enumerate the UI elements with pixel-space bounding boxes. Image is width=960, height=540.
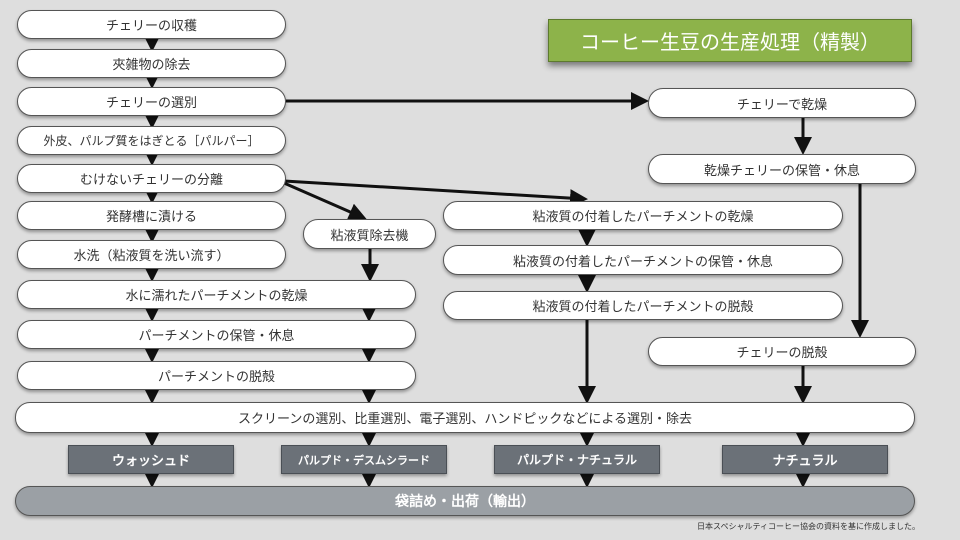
step-parchment-hulling: パーチメントの脱殻 [17,361,416,390]
step-mucilage-remover: 粘液質除去機 [303,219,436,249]
step-mucilage-parchment-hulling: 粘液質の付着したパーチメントの脱殻 [443,291,843,320]
step-fermentation: 発酵槽に漬ける [17,201,286,230]
step-screening: スクリーンの選別、比重選別、電子選別、ハンドピックなどによる選別・除去 [15,402,915,433]
step-mucilage-parchment-drying: 粘液質の付着したパーチメントの乾燥 [443,201,843,230]
method-washed: ウォッシュド [68,445,234,474]
step-parchment-storage: パーチメントの保管・休息 [17,320,416,349]
step-dried-cherry-storage: 乾燥チェリーの保管・休息 [648,154,916,184]
method-pulped-demucilaged: パルプド・デスムシラード [281,445,447,474]
step-cherry-hulling: チェリーの脱殻 [648,337,916,366]
diagram-title: コーヒー生豆の生産処理（精製） [548,19,912,62]
step-mucilage-parchment-storage: 粘液質の付着したパーチメントの保管・休息 [443,245,843,275]
step-cherry-sorting: チェリーの選別 [17,87,286,116]
step-wet-parchment-drying: 水に濡れたパーチメントの乾燥 [17,280,416,309]
step-bagging-shipping: 袋詰め・出荷（輸出） [15,486,915,516]
footnote: 日本スペシャルティコーヒー協会の資料を基に作成しました。 [697,522,920,531]
method-pulped-natural: パルプド・ナチュラル [494,445,660,474]
step-cherry-drying: チェリーで乾燥 [648,88,916,118]
step-washing: 水洗（粘液質を洗い流す） [17,240,286,269]
method-natural: ナチュラル [722,445,888,474]
step-remove-impurities: 夾雑物の除去 [17,49,286,78]
step-pulping: 外皮、パルプ質をはぎとる［パルパー］ [17,126,286,155]
step-separate-unpulped: むけないチェリーの分離 [17,164,286,193]
step-cherry-harvest: チェリーの収穫 [17,10,286,39]
